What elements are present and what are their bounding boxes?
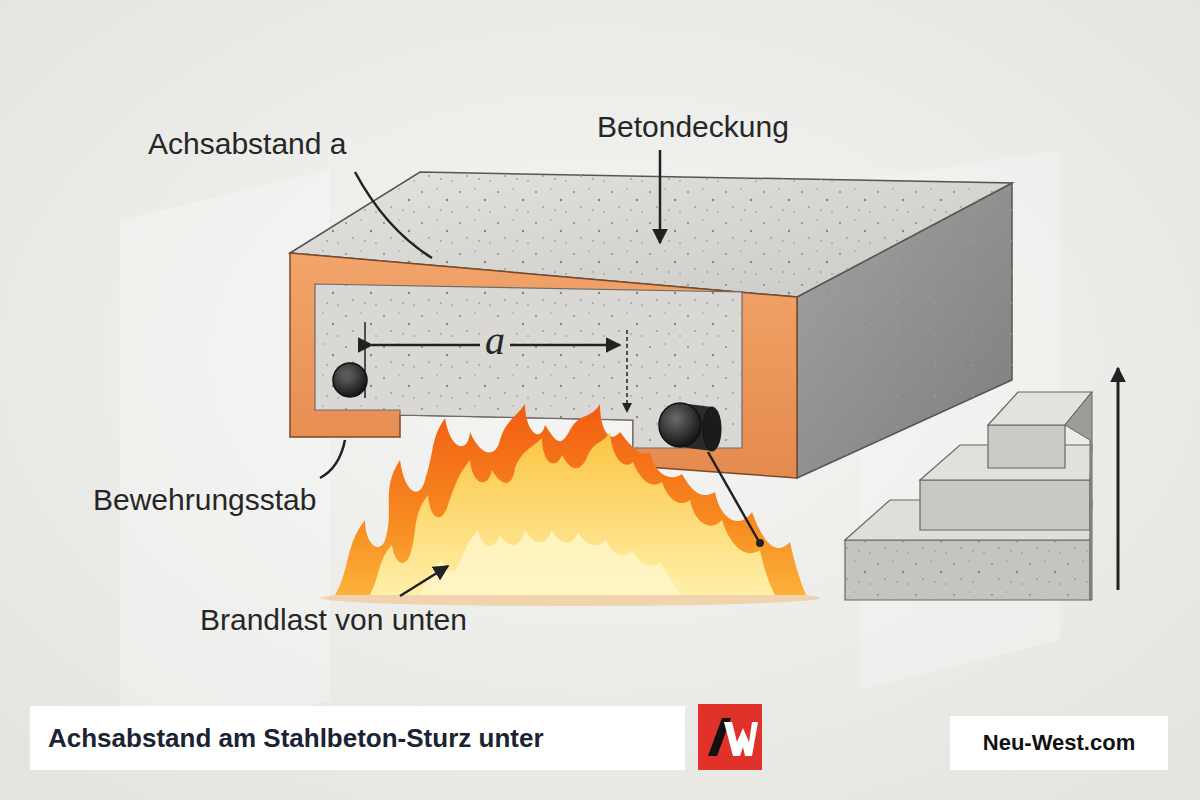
- website-label: Neu-West.com: [950, 716, 1168, 770]
- flames-inner: [370, 432, 775, 595]
- title-bar: Achsabstand am Stahlbeton-Sturz unter: [30, 706, 685, 770]
- rebar-highlight: [340, 370, 352, 382]
- step-block: [988, 425, 1065, 468]
- leader-dot: [756, 539, 764, 547]
- callout-label: Bewehrungsstab: [93, 483, 316, 518]
- leader-arrow: [659, 150, 662, 243]
- beam-texture: [315, 284, 742, 448]
- leader-line: [355, 172, 432, 258]
- dimension-label: a: [480, 318, 510, 364]
- concrete-core: [315, 284, 742, 448]
- logo: [698, 704, 762, 770]
- up-arrow: [1117, 368, 1120, 590]
- flames: [335, 404, 806, 595]
- callout-label: Betondeckung: [597, 110, 789, 145]
- callout-label: Brandlast von unten: [200, 603, 467, 638]
- leader-arrow: [400, 566, 448, 596]
- rebar: [333, 363, 367, 397]
- step-block: [845, 540, 1090, 600]
- callout-label: Achsabstand a: [148, 127, 346, 162]
- dimension-tick: [626, 330, 628, 412]
- rebar: [703, 407, 721, 451]
- rebar: [659, 403, 701, 447]
- logo-mark: [724, 722, 758, 756]
- beam-texture: [845, 540, 1090, 600]
- title: Achsabstand am Stahlbeton-Sturz unter: [48, 723, 544, 754]
- leader-line: [708, 452, 758, 540]
- leader-line: [320, 440, 345, 478]
- step-block: [920, 480, 1090, 530]
- flames-core: [420, 530, 680, 595]
